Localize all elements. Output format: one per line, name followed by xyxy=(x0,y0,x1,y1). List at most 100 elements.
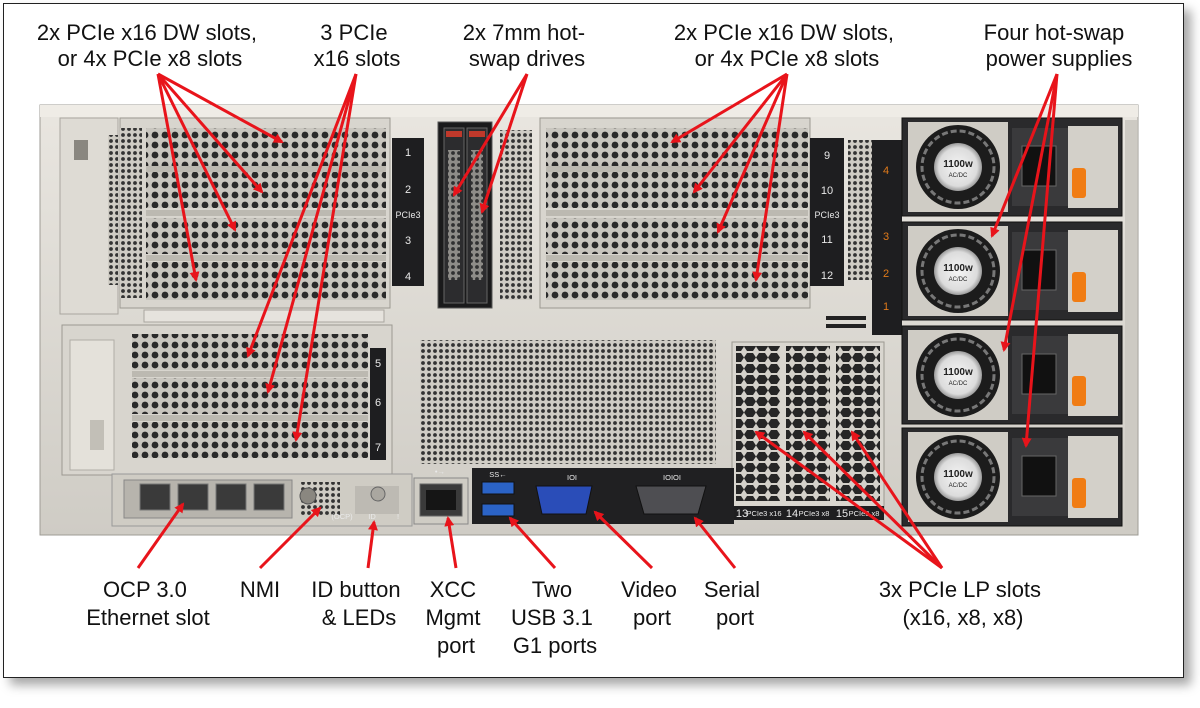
riser-label: PCIe3 xyxy=(395,210,420,220)
callout-arrow xyxy=(693,516,737,569)
slot-number: 12 xyxy=(821,270,833,282)
lp-slot-sub: PCIe3 x8 xyxy=(849,509,880,518)
lp-slot-sub: PCIe3 x16 xyxy=(746,509,781,518)
psu-slot-number: 4 xyxy=(883,165,889,177)
psu-rating-label: 1100w xyxy=(943,469,973,480)
slot-number: 5 xyxy=(375,358,381,370)
callout-arrow xyxy=(752,73,789,282)
callout-arrow xyxy=(802,430,944,570)
callout-arrow xyxy=(479,73,529,214)
callout-arrow xyxy=(754,430,943,570)
label-top-left-slots: 2x PCIe x16 DW slots, or 4x PCIe x8 slot… xyxy=(37,20,263,71)
drive-bay xyxy=(437,121,493,309)
callout-arrow xyxy=(157,72,284,144)
psu-slot-number: 1 xyxy=(883,301,889,313)
usb-ports xyxy=(481,481,515,517)
ocp-marker: (OCP) xyxy=(331,512,353,521)
psu-number-strip xyxy=(826,140,902,335)
label-lp-slots: 3x PCIe LP slots (x16, x8, x8) xyxy=(879,577,1047,630)
psu-slot-number: 2 xyxy=(883,268,889,280)
center-vent xyxy=(420,340,716,464)
psu-rating-label: 1100w xyxy=(943,367,973,378)
label-ocp-ethernet: OCP 3.0 Ethernet slot xyxy=(86,577,210,630)
lp-slot-sub: PCIe3 x8 xyxy=(799,509,830,518)
slot-number: 4 xyxy=(405,271,411,283)
video-marker: IOI xyxy=(567,473,577,482)
xcc-mgmt-port xyxy=(419,483,463,517)
callout-arrow xyxy=(258,506,322,570)
callout-arrow xyxy=(156,73,237,232)
psu-rating-label: 1100w xyxy=(943,159,973,170)
id-button xyxy=(370,486,386,502)
callout-arrow xyxy=(593,510,654,570)
lp-slots xyxy=(731,341,885,520)
callout-arrow xyxy=(156,73,264,194)
callout-arrow xyxy=(292,73,358,442)
psu-type-label: AC/DC xyxy=(949,173,968,179)
psu-type-label: AC/DC xyxy=(949,381,968,387)
slot-number: 7 xyxy=(375,442,381,454)
callout-arrow xyxy=(136,502,185,569)
vga-port xyxy=(535,485,593,515)
callout-arrow xyxy=(850,430,944,569)
label-xcc-port: XCC Mgmt port xyxy=(425,577,486,658)
psu-type-label: AC/DC xyxy=(949,277,968,283)
callout-arrow xyxy=(452,73,529,197)
lp-slot-number: 13 xyxy=(736,508,748,520)
psu-type-label: AC/DC xyxy=(949,483,968,489)
lp-slot-number: 14 xyxy=(786,508,798,520)
slot-number: 1 xyxy=(405,147,411,159)
slot-number: 9 xyxy=(824,150,830,162)
slot-number: 3 xyxy=(405,235,411,247)
drive-vent xyxy=(500,130,532,300)
callout-arrow xyxy=(692,73,789,194)
psu-slot-number: 3 xyxy=(883,231,889,243)
riser-3-slots xyxy=(539,117,811,309)
alert-marker: ! xyxy=(397,512,399,521)
callout-arrow xyxy=(265,73,358,394)
label-usb-ports: Two USB 3.1 G1 ports xyxy=(511,577,599,658)
label-power-supplies: Four hot-swap power supplies xyxy=(984,20,1133,71)
riser-3-number-strip xyxy=(810,138,872,286)
riser-label: PCIe3 xyxy=(814,210,839,220)
label-top-right-slots: 2x PCIe x16 DW slots, or 4x PCIe x8 slot… xyxy=(674,20,900,71)
usb-marker: SS← xyxy=(489,470,507,479)
serial-port xyxy=(635,485,707,515)
label-serial-port: Serial port xyxy=(704,577,766,630)
callout-arrow xyxy=(366,520,378,569)
callout-arrow xyxy=(508,516,557,570)
label-id-button: ID button & LEDs xyxy=(311,577,406,630)
callout-labels: 2x PCIe x16 DW slots, or 4x PCIe x8 slot… xyxy=(37,20,1132,658)
callout-arrow xyxy=(444,516,458,569)
slot-number: 10 xyxy=(821,185,833,197)
callout-arrow xyxy=(246,73,358,358)
callout-arrow xyxy=(1000,73,1059,352)
xcc-marker: •→ xyxy=(435,467,445,476)
slot-number: 6 xyxy=(375,397,381,409)
label-pcie-x16-slots: 3 PCIe x16 slots xyxy=(314,20,401,71)
id-marker: ID xyxy=(368,512,376,521)
nmi-button xyxy=(299,487,317,505)
label-nmi: NMI xyxy=(240,577,280,602)
callout-arrow xyxy=(670,72,788,144)
slot-number: 11 xyxy=(821,234,832,246)
psu-rating-label: 1100w xyxy=(943,263,973,274)
riser-1-slots xyxy=(119,117,391,323)
callout-arrow xyxy=(990,73,1059,238)
chassis-right-rail xyxy=(1125,120,1137,530)
callout-arrow xyxy=(156,73,200,282)
callout-arrow xyxy=(716,73,789,234)
riser-2-slots xyxy=(61,324,393,476)
label-hot-swap-drives: 2x 7mm hot- swap drives xyxy=(463,20,591,71)
slot-number: 2 xyxy=(405,184,411,196)
label-video-port: Video port xyxy=(621,577,683,630)
riser-1-number-strip xyxy=(392,138,424,286)
callout-arrow xyxy=(1021,73,1059,448)
serial-marker: IOIOI xyxy=(663,473,681,482)
annotation-arrows xyxy=(136,72,1059,570)
